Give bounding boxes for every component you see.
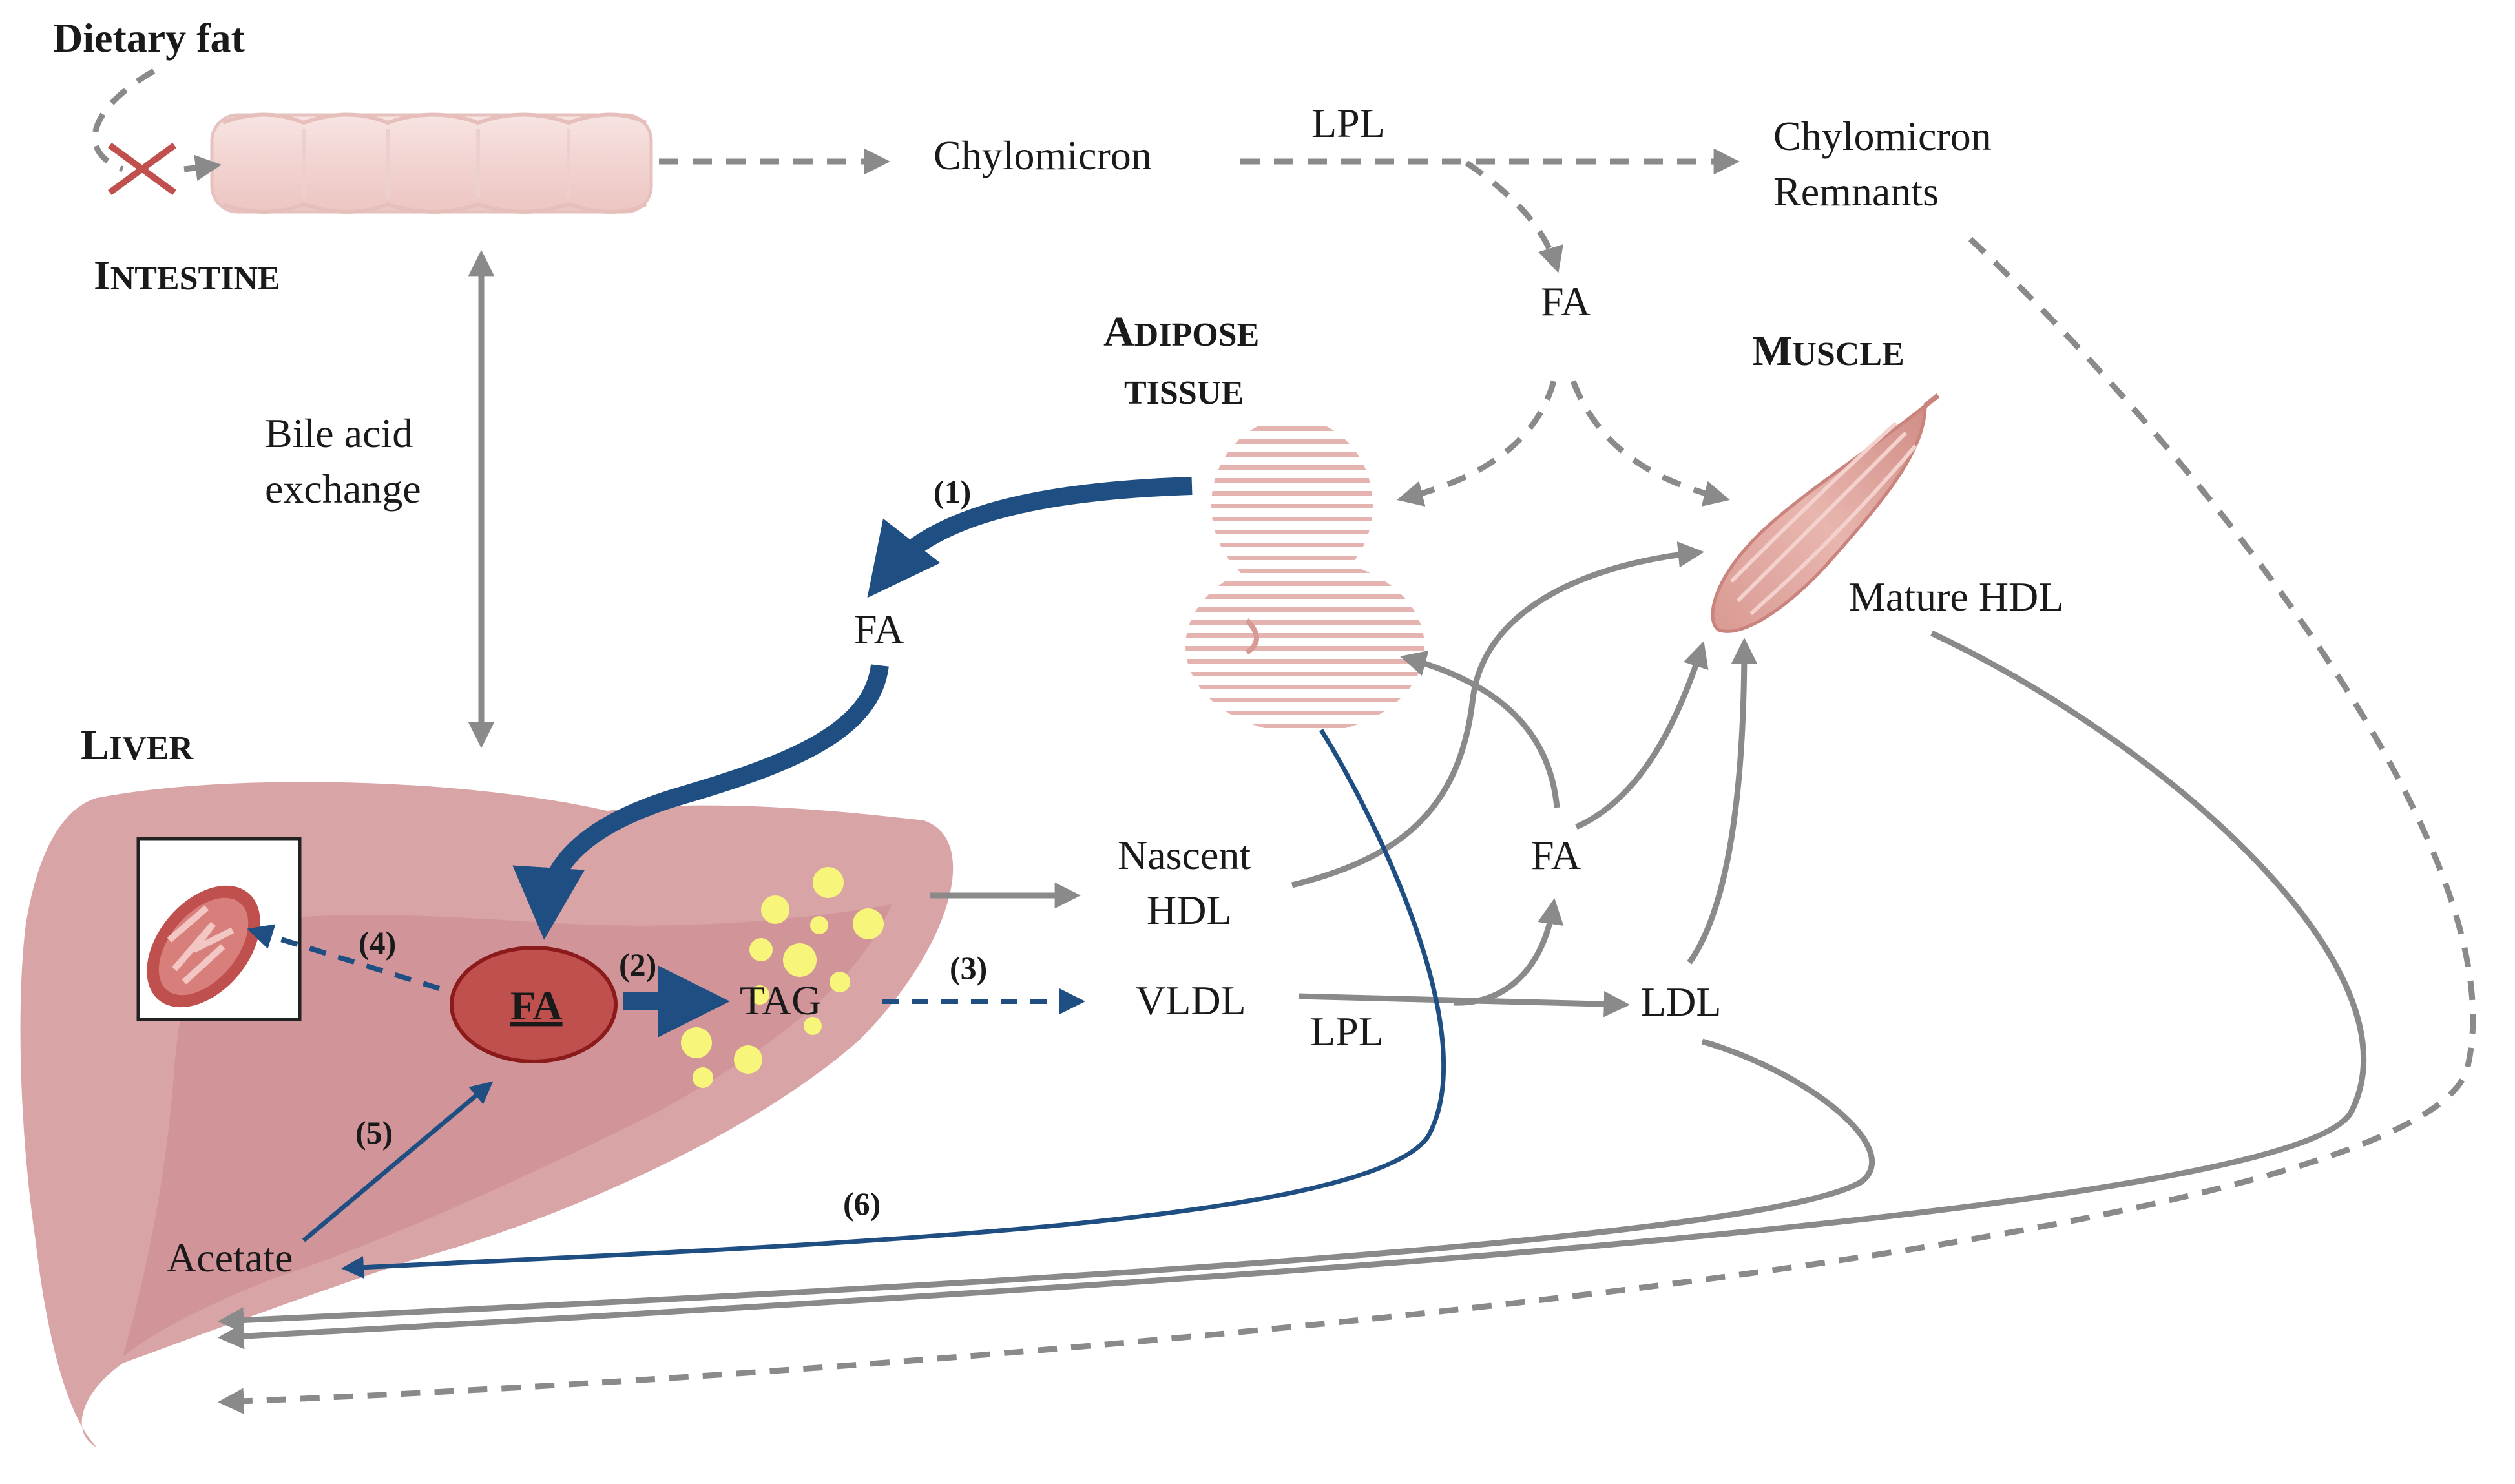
mitochondrion-icon	[136, 837, 302, 1021]
liver-label-rest: IVER	[109, 730, 194, 767]
chylomicron-remnants-label-2: Remnants	[1773, 169, 1939, 214]
chylomicron-label: Chylomicron	[934, 132, 1152, 178]
acetate-label: Acetate	[167, 1235, 293, 1280]
step-3-label: (3)	[950, 950, 987, 986]
intestine-label-initial: I	[94, 252, 110, 299]
liver-label-initial: L	[81, 722, 109, 769]
fa-liver-label: FA	[510, 983, 563, 1029]
muscle-icon	[1711, 393, 1940, 633]
vldl-label: VLDL	[1136, 977, 1246, 1023]
step-5-label: (5)	[355, 1114, 393, 1151]
chylomicron-remnants-label-1: Chylomicron	[1773, 113, 1992, 159]
intestine-label-rest: NTESTINE	[110, 260, 280, 297]
dietary-fat-label: Dietary fat	[53, 15, 245, 61]
nascent-hdl-label-1: Nascent	[1118, 832, 1251, 878]
fa-node	[450, 946, 618, 1063]
bile-acid-label-1: Bile acid	[265, 410, 413, 456]
step-4-label: (4)	[359, 925, 396, 961]
ldl-label: LDL	[1641, 979, 1721, 1025]
mature-hdl-label: Mature HDL	[1849, 574, 2063, 620]
fa-mid-label: FA	[854, 606, 904, 652]
tissue-label: TISSUE	[1124, 375, 1244, 412]
blue-flows	[247, 477, 1446, 1279]
intestine-label: INTESTINE	[94, 252, 280, 299]
liver-label: LIVER	[81, 722, 194, 769]
adipose-tissue-icon	[1185, 418, 1424, 733]
step-2-label: (2)	[619, 946, 656, 983]
adipose-label-initial: A	[1103, 308, 1134, 355]
bile-acid-label-2: exchange	[265, 466, 421, 512]
lpl-bottom-label: LPL	[1310, 1008, 1384, 1054]
adipose-label-rest: DIPOSE	[1134, 317, 1260, 353]
nascent-hdl-label-2: HDL	[1147, 887, 1232, 933]
step-6-label: (6)	[843, 1186, 881, 1222]
gray-flows	[217, 148, 2476, 1415]
tag-label: TAG	[740, 977, 821, 1023]
adipose-label: ADIPOSE	[1103, 308, 1259, 355]
muscle-label-initial: M	[1752, 328, 1792, 375]
step-1-label: (1)	[934, 474, 971, 510]
blocked-absorption-icon	[92, 68, 222, 196]
muscle-label: MUSCLE	[1752, 328, 1905, 375]
fa-top-label: FA	[1541, 278, 1591, 324]
intestine-icon	[210, 112, 653, 214]
lpl-top-label: LPL	[1311, 100, 1385, 146]
muscle-label-rest: USCLE	[1792, 336, 1904, 373]
fa-right-label: FA	[1531, 832, 1581, 878]
